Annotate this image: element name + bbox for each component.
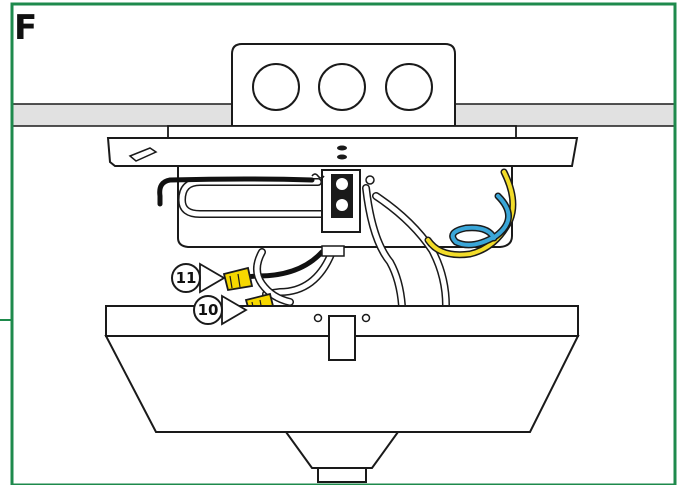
callout-arrow [199, 262, 226, 294]
black-wire [157, 176, 315, 207]
knockout-hole [318, 63, 366, 111]
box-flange [167, 125, 517, 139]
callout-10: 10 [193, 294, 248, 326]
callout-11: 11 [171, 262, 226, 294]
fan-housing [104, 305, 580, 483]
knockout-hole [385, 63, 433, 111]
callout-badge [193, 295, 223, 325]
panel-frame [10, 2, 677, 485]
mounting-plate [106, 137, 579, 167]
black-wire [237, 249, 325, 283]
callout-label: 10 [198, 301, 219, 319]
hanger-slot [328, 315, 356, 361]
callout-badge [171, 263, 201, 293]
terminal-block [311, 169, 375, 233]
knockout-hole [252, 63, 300, 111]
wire-clamp [321, 245, 345, 257]
electrical-box [231, 43, 456, 127]
callout-label: 11 [176, 269, 197, 287]
panel-letter: F [14, 8, 38, 48]
wire-nut [222, 266, 254, 292]
